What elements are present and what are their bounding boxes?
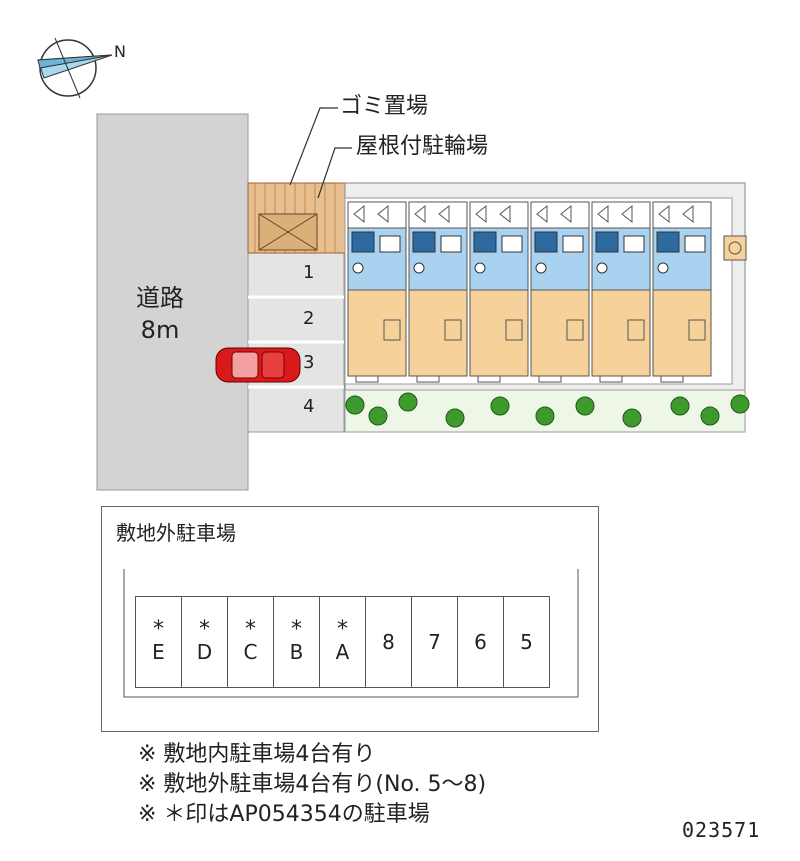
parking-slot-number: 2 bbox=[303, 308, 315, 329]
parking-space: 8 bbox=[365, 596, 412, 688]
road bbox=[96, 113, 249, 491]
apartment-unit bbox=[530, 201, 590, 383]
parking-space: *A bbox=[319, 596, 366, 688]
apartment-unit bbox=[591, 201, 651, 383]
apartment-unit bbox=[652, 201, 712, 383]
shrub bbox=[700, 406, 720, 426]
road-label-width: 8m bbox=[140, 316, 180, 344]
road-label-name: 道路 bbox=[136, 284, 184, 312]
offsite-space-row: *E *D *C *B *A 8 7 6 5 bbox=[135, 596, 550, 688]
compass-north-label: N bbox=[114, 42, 126, 61]
apartment-unit bbox=[347, 201, 407, 383]
shrub bbox=[398, 392, 418, 412]
property-code: 023571 bbox=[682, 818, 761, 842]
note-star: ※ ＊印はAP054354の駐車場 bbox=[138, 802, 430, 827]
shrub bbox=[368, 406, 388, 426]
parking-space: 5 bbox=[503, 596, 550, 688]
shrub bbox=[535, 406, 555, 426]
parking-slot-number: 4 bbox=[303, 396, 315, 417]
notes: ※ 敷地内駐車場4台有り ※ 敷地外駐車場4台有り(No. 5～8) ※ ＊印は… bbox=[138, 740, 486, 830]
offsite-parking-title: 敷地外駐車場 bbox=[116, 521, 236, 545]
shrub bbox=[730, 394, 750, 414]
parking-space: *B bbox=[273, 596, 320, 688]
car bbox=[215, 347, 301, 383]
note-offsite: ※ 敷地外駐車場4台有り(No. 5～8) bbox=[138, 772, 487, 797]
parking-space: *D bbox=[181, 596, 228, 688]
apartment-unit bbox=[469, 201, 529, 383]
parking-slot-number: 1 bbox=[303, 262, 315, 283]
shrub bbox=[670, 396, 690, 416]
parking-space: 7 bbox=[411, 596, 458, 688]
shrub bbox=[445, 408, 465, 428]
apartment-unit bbox=[408, 201, 468, 383]
parking-space: 6 bbox=[457, 596, 504, 688]
road-label: 道路 8m bbox=[120, 282, 200, 346]
note-onsite: ※ 敷地内駐車場4台有り bbox=[138, 742, 376, 767]
shrub bbox=[622, 408, 642, 428]
compass-icon bbox=[37, 37, 113, 99]
shrub bbox=[345, 395, 365, 415]
garbage-label: ゴミ置場 bbox=[340, 94, 429, 119]
parking-space: *E bbox=[135, 596, 182, 688]
bicycle-label: 屋根付駐輪場 bbox=[356, 134, 489, 159]
offsite-parking-box: 敷地外駐車場 bbox=[101, 506, 599, 732]
shrub bbox=[490, 396, 510, 416]
parking-space: *C bbox=[227, 596, 274, 688]
shrub bbox=[575, 396, 595, 416]
parking-slot-number: 3 bbox=[303, 352, 315, 373]
